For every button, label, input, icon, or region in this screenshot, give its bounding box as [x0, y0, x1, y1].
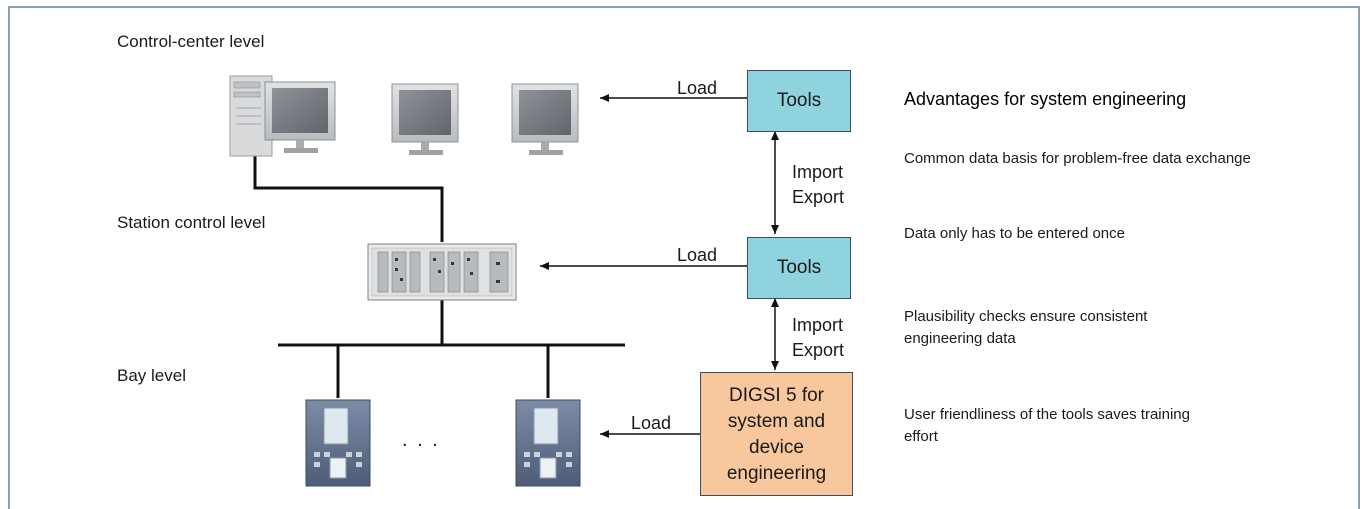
protection-device-icon	[515, 399, 581, 487]
level-label-station-control: Station control level	[117, 213, 266, 232]
load-label-bay: Load	[631, 413, 672, 433]
tools-box-control-center: Tools	[747, 70, 851, 132]
load-label-station: Load	[677, 245, 718, 265]
desktop-pc-icon	[229, 75, 336, 157]
advantage-item: Data only has to be entered once	[904, 225, 1125, 242]
station-controller-rack-icon	[367, 243, 517, 301]
protection-device-icon	[305, 399, 371, 487]
advantage-item: Plausibility checks ensure consistent en…	[904, 308, 1148, 347]
link-pc-to-station	[253, 148, 444, 242]
digsi-line-4: engineering	[726, 463, 827, 484]
level-label-bay: Bay level	[117, 366, 186, 385]
advantage-item: User friendliness of the tools saves tra…	[904, 406, 1190, 445]
figure-frame	[8, 6, 1360, 509]
digsi-line-3: device	[749, 437, 804, 458]
device-ellipsis: . . .	[402, 429, 440, 451]
load-label-control-center: Load	[677, 78, 718, 98]
tools-box-station: Tools	[747, 237, 851, 299]
network-lines	[253, 148, 625, 398]
digsi-line-2: system and	[727, 411, 826, 432]
export-label-upper: Export	[792, 187, 845, 207]
digsi-line-1: DIGSI 5 for	[728, 385, 825, 406]
digsi-5-box: DIGSI 5 for system and device engineerin…	[700, 372, 853, 496]
monitor-icon	[511, 83, 579, 155]
monitor-icon	[391, 83, 459, 155]
advantage-item: Common data basis for problem-free data …	[904, 150, 1251, 167]
import-label-lower: Import	[792, 315, 844, 335]
load-arrows	[540, 94, 750, 438]
export-label-lower: Export	[792, 340, 845, 360]
level-label-control-center: Control-center level	[117, 32, 265, 51]
import-label-upper: Import	[792, 162, 844, 182]
advantages-title: Advantages for system engineering	[904, 89, 1187, 109]
